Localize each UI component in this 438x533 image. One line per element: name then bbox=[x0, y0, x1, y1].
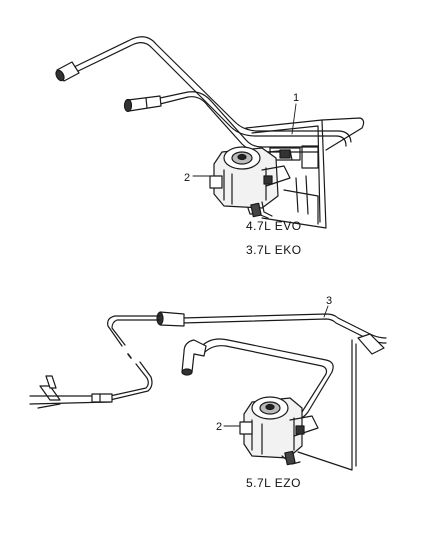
bottom-canister-valve bbox=[239, 396, 319, 466]
bottom-curved-tube bbox=[199, 333, 385, 471]
top-assembly bbox=[55, 36, 365, 229]
callout-3-label: 3 bbox=[326, 295, 332, 307]
engine-code-bottom: 5.7L EZO bbox=[246, 476, 301, 490]
callout-1-label: 1 bbox=[293, 92, 299, 104]
bottom-left-run bbox=[107, 315, 161, 401]
top-canister-valve bbox=[209, 146, 293, 215]
callout-2-top-label: 2 bbox=[184, 172, 190, 184]
callout-2-bottom-label: 2 bbox=[216, 421, 222, 433]
engine-code-top-1: 4.7L EVO bbox=[246, 219, 302, 233]
bottom-tee-fitting bbox=[29, 375, 113, 409]
bottom-long-tube bbox=[181, 313, 387, 344]
engine-code-top-2: 3.7L EKO bbox=[246, 243, 302, 257]
top-upper-tube bbox=[69, 36, 352, 147]
top-hose-end bbox=[123, 95, 162, 113]
top-outlet-tube bbox=[250, 201, 273, 219]
top-upper-tube-end bbox=[55, 61, 80, 82]
callout-1-leader bbox=[291, 103, 297, 135]
bottom-hose-end bbox=[181, 339, 207, 376]
bottom-assembly bbox=[29, 305, 387, 471]
bottom-left-connector bbox=[156, 311, 185, 327]
callout-3-leader bbox=[323, 305, 329, 318]
